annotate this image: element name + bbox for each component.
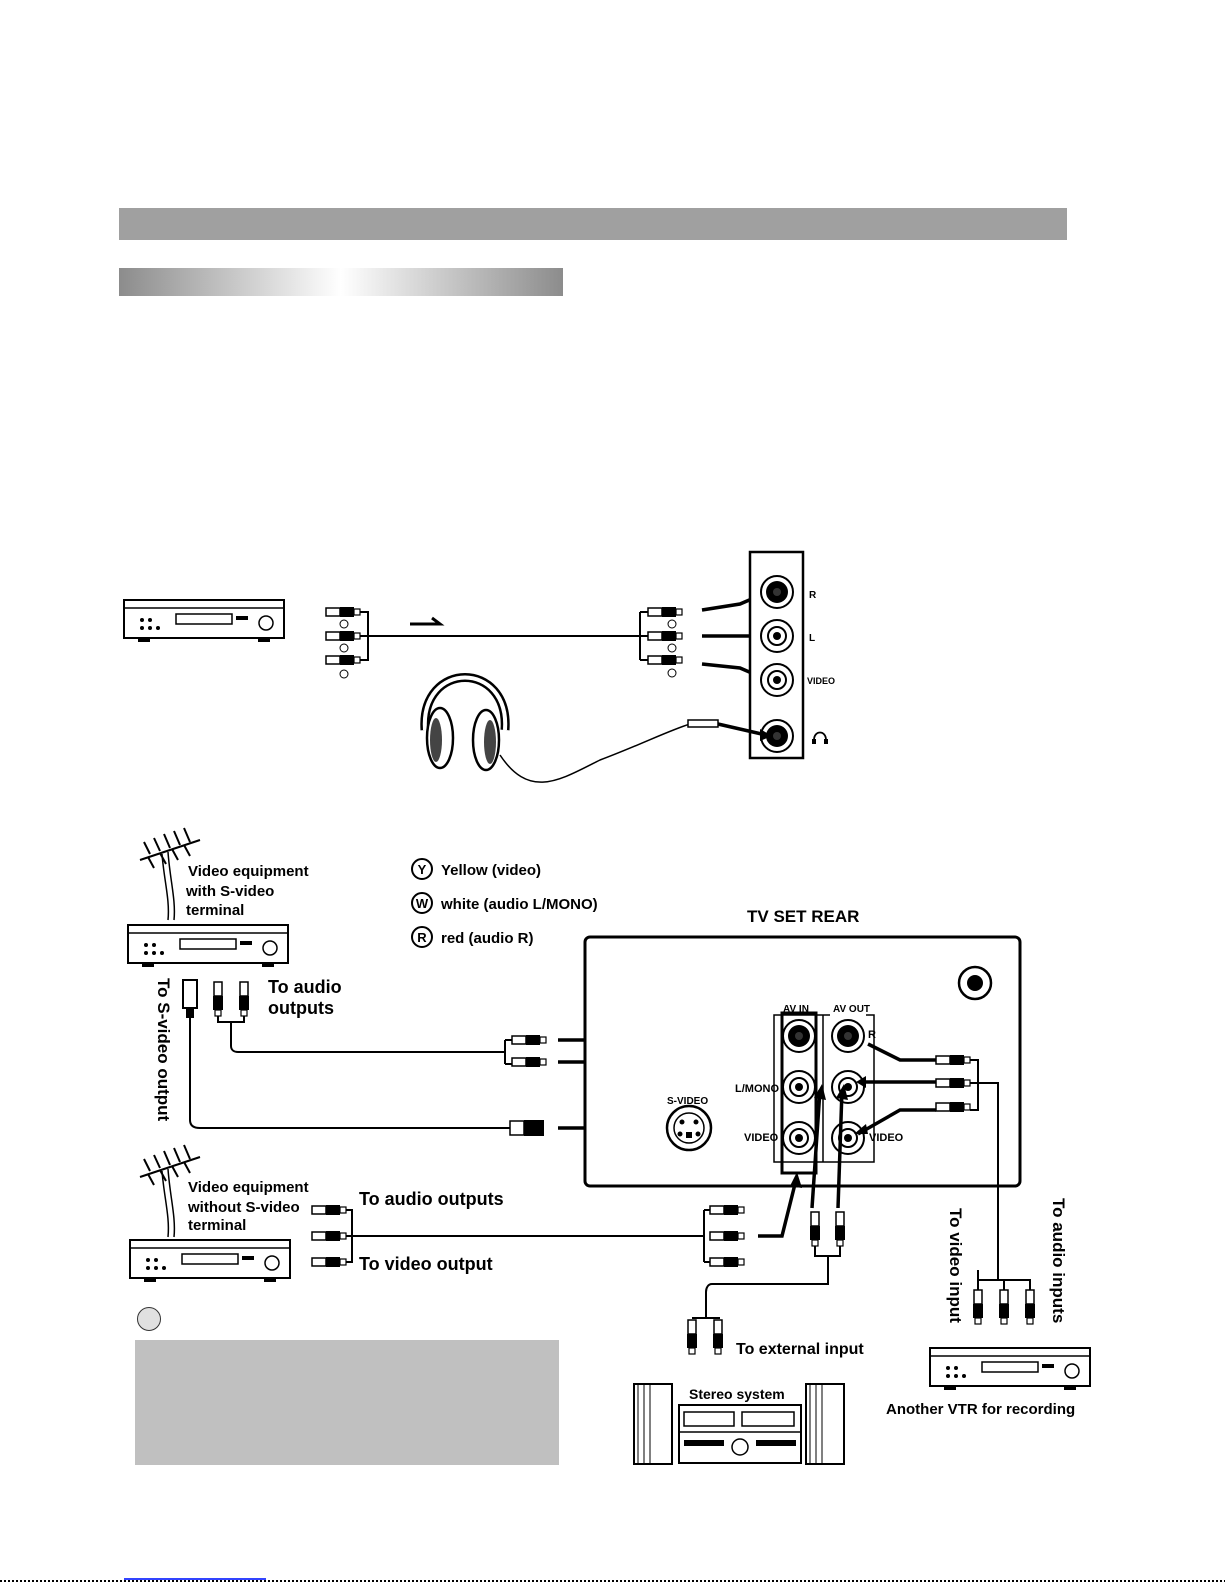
note-marker-icon bbox=[137, 1307, 161, 1331]
equip-n-line2: without S-video bbox=[187, 1199, 300, 1216]
av-out-cable bbox=[854, 1042, 1036, 1325]
rear-l-mono-label: L/MONO bbox=[735, 1083, 779, 1095]
equip-n-line3: terminal bbox=[188, 1217, 246, 1234]
rear-video-out-label: VIDEO bbox=[869, 1132, 904, 1144]
bottom-rule bbox=[0, 1580, 1225, 1582]
header-bar bbox=[119, 208, 1067, 240]
panel-label-r: R bbox=[809, 590, 817, 601]
svideo-cable bbox=[182, 979, 656, 1136]
top-vcr bbox=[123, 599, 285, 643]
to-video-input-label: To video input bbox=[946, 1208, 965, 1323]
to-external-input-label: To external input bbox=[736, 1341, 864, 1358]
to-audio-outputs-label: To audio outputs bbox=[359, 1189, 504, 1209]
panel-label-l: L bbox=[809, 633, 815, 644]
rear-video-in-label: VIDEO bbox=[744, 1132, 779, 1144]
legend-w-badge: W bbox=[416, 896, 429, 911]
no-svideo-cable bbox=[311, 1172, 802, 1268]
legend: Y W R bbox=[411, 858, 433, 948]
panel-label-video: VIDEO bbox=[807, 676, 835, 686]
equip-n-line1: Video equipment bbox=[188, 1179, 309, 1196]
to-audio-inputs-label: To audio inputs bbox=[1049, 1198, 1068, 1323]
stereo-cable bbox=[686, 1084, 848, 1355]
legend-white: white (audio L/MONO) bbox=[440, 896, 598, 913]
equip-s-line3: terminal bbox=[186, 902, 244, 919]
another-vtr-label: Another VTR for recording bbox=[886, 1401, 1075, 1418]
stereo-system-label: Stereo system bbox=[689, 1386, 785, 1402]
to-video-output-label: To video output bbox=[359, 1254, 493, 1274]
headphone-jack-icon bbox=[812, 731, 828, 744]
equip-s-line2: with S-video bbox=[185, 883, 274, 900]
legend-r-badge: R bbox=[417, 930, 427, 945]
tv-rear-panel bbox=[583, 935, 1022, 1188]
to-audio-outputs-2: outputs bbox=[268, 998, 334, 1018]
legend-yellow: Yellow (video) bbox=[441, 862, 541, 879]
legend-red: red (audio R) bbox=[441, 930, 534, 947]
vcr-without-svideo bbox=[129, 1239, 291, 1283]
av-in-label: AV IN bbox=[783, 1004, 809, 1015]
av-out-label: AV OUT bbox=[833, 1004, 870, 1015]
vcr-with-svideo bbox=[127, 924, 289, 968]
headphones-icon bbox=[420, 673, 772, 783]
top-arrow bbox=[410, 616, 445, 626]
to-svideo-output-label: To S-video output bbox=[154, 978, 173, 1122]
bottom-link-underline[interactable] bbox=[124, 1578, 266, 1580]
legend-y-badge: Y bbox=[418, 862, 427, 877]
tv-rear-title: TV SET REAR bbox=[747, 907, 859, 926]
section-heading-bar bbox=[119, 268, 563, 296]
top-left-cable bbox=[325, 606, 677, 679]
another-vtr bbox=[929, 1347, 1091, 1391]
note-box bbox=[135, 1340, 559, 1465]
top-tv-panel bbox=[748, 550, 805, 760]
svideo-label: S-VIDEO bbox=[667, 1096, 708, 1107]
rear-r-label: R bbox=[868, 1029, 876, 1041]
to-audio-outputs-1: To audio bbox=[268, 977, 342, 997]
equip-s-line1: Video equipment bbox=[188, 863, 309, 880]
stereo-system bbox=[633, 1383, 845, 1465]
